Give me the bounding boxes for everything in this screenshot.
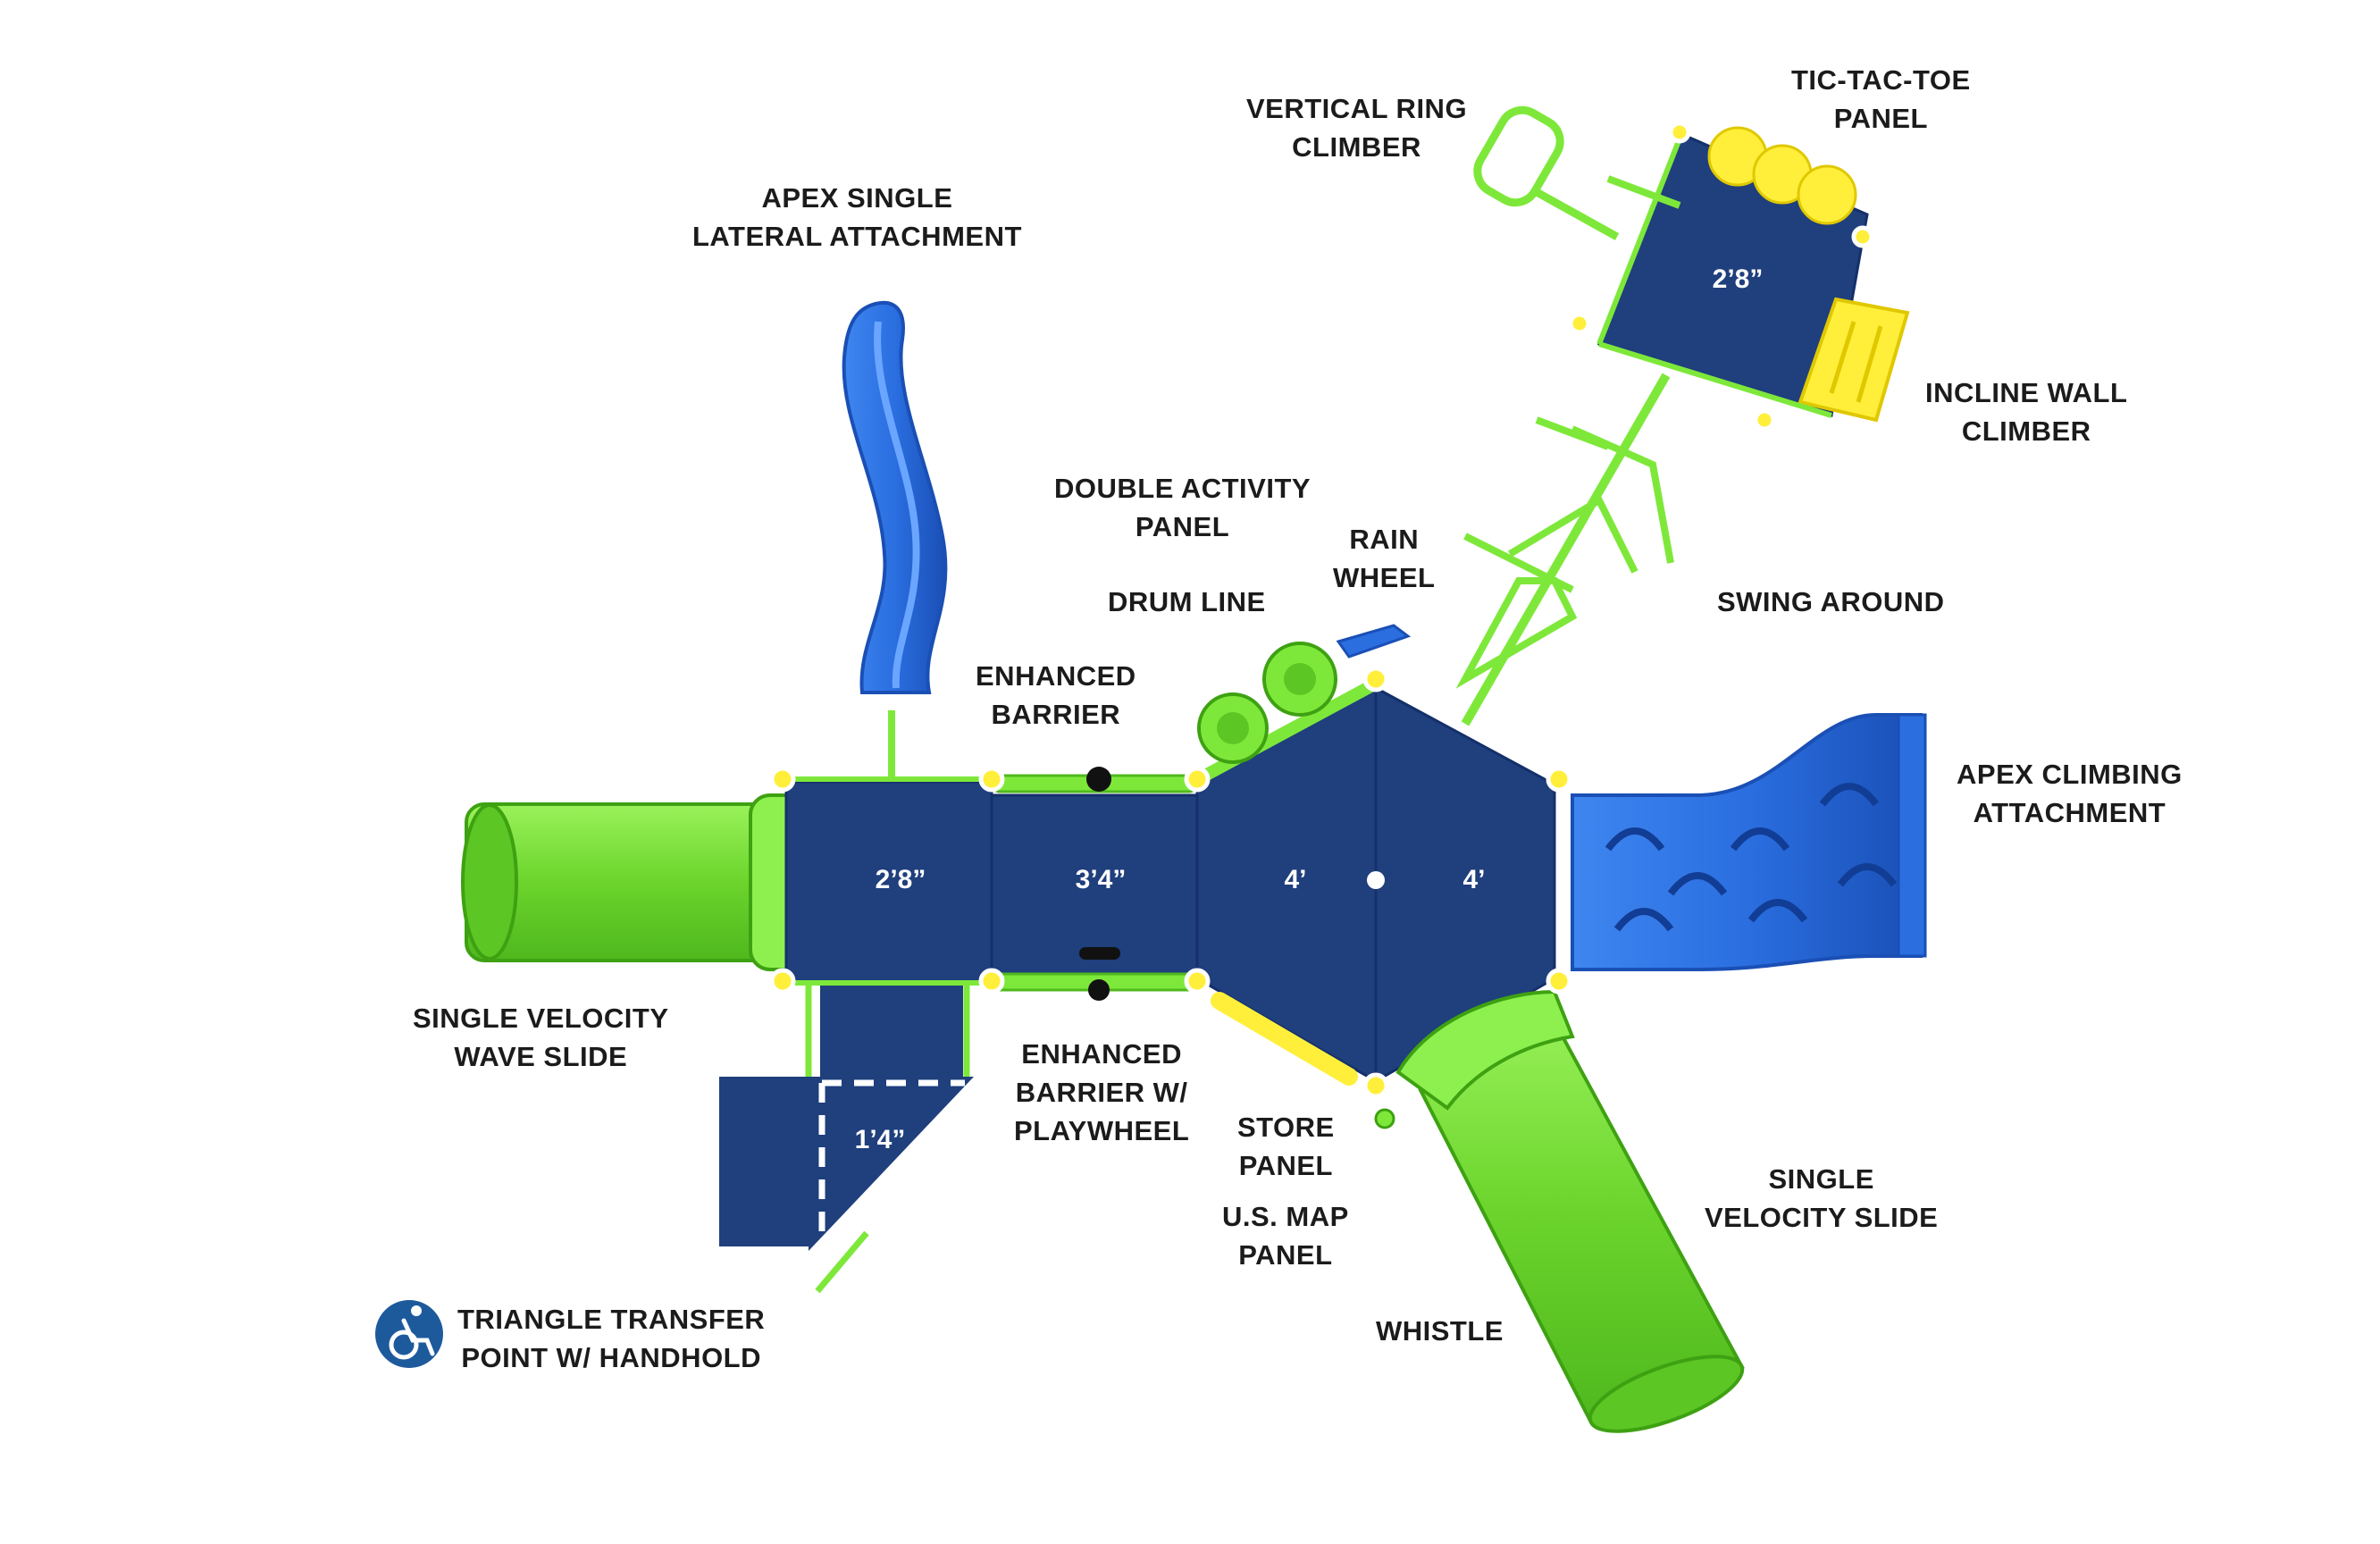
rain-wheel xyxy=(1336,624,1412,659)
deck-height-hex-right: 4’ xyxy=(1462,865,1486,894)
deck-height-transfer: 1’4” xyxy=(854,1125,906,1154)
upper-tower xyxy=(1473,105,1910,423)
deck-height-upper-tower: 2’8” xyxy=(1712,264,1764,294)
label-swing-around: SWING AROUND xyxy=(1717,586,1945,617)
label-drum-line: DRUM LINE xyxy=(1108,586,1266,617)
whistle-part xyxy=(1374,1108,1395,1129)
apex-climbing-attachment xyxy=(1571,713,1927,971)
enhanced-barrier xyxy=(990,767,1199,793)
drum-line xyxy=(1197,642,1379,784)
store-panel xyxy=(1211,992,1358,1086)
deck-height-middle-square: 3’4” xyxy=(1075,865,1127,894)
main-decks xyxy=(784,686,1556,1083)
deck-height-hex-left: 4’ xyxy=(1284,865,1307,894)
apex-single-lateral-attachment xyxy=(842,300,948,786)
swing-around xyxy=(1455,373,1674,726)
triangle-transfer-point xyxy=(719,983,974,1294)
post-caps xyxy=(769,121,1874,1099)
deck-height-left-square: 2’8” xyxy=(875,865,926,894)
wheelchair-accessible-icon xyxy=(375,1300,443,1368)
label-whistle: WHISTLE xyxy=(1376,1315,1504,1347)
single-velocity-slide xyxy=(1395,989,1745,1433)
single-velocity-wave-slide xyxy=(461,793,806,971)
